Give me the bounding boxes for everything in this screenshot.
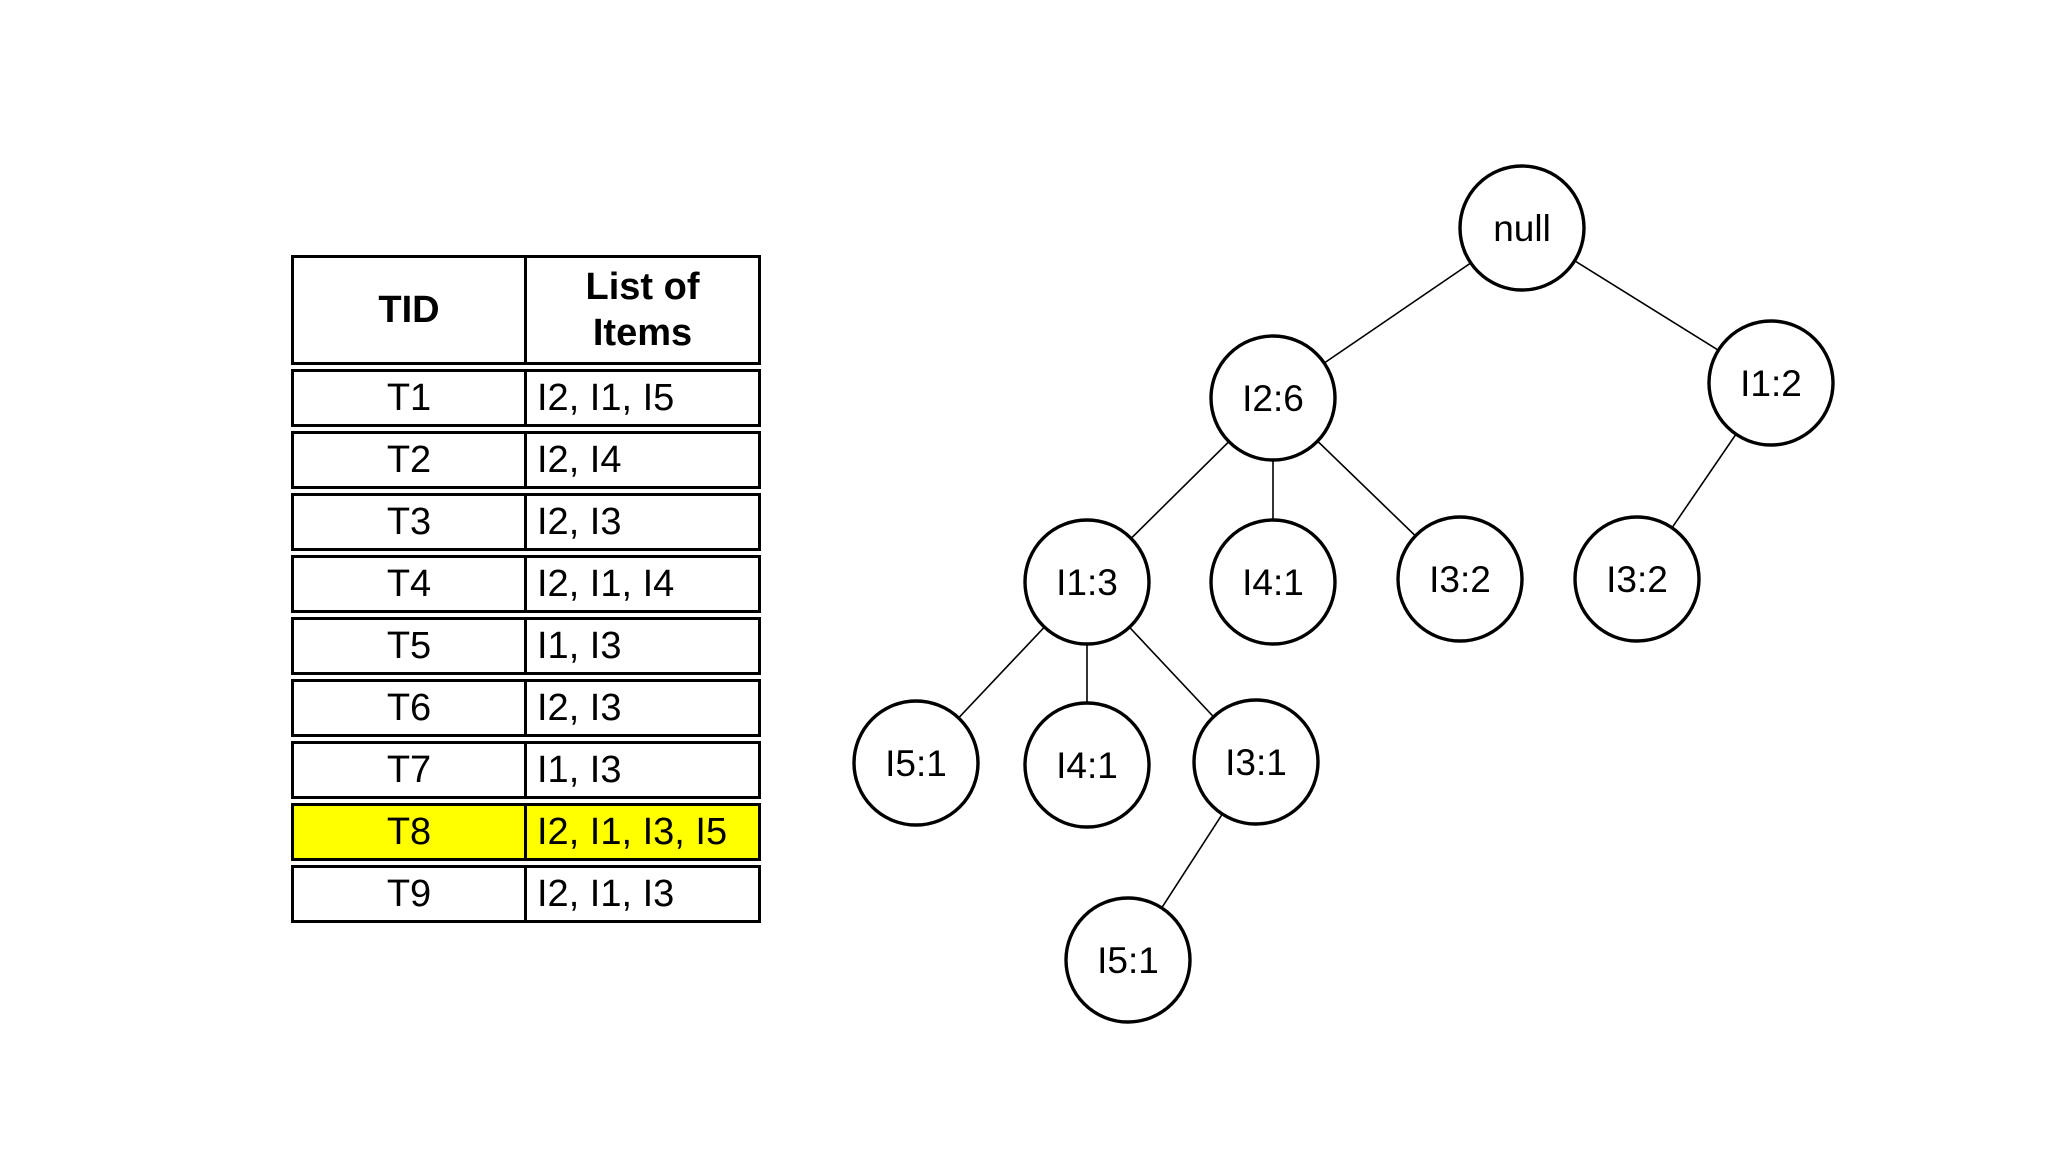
items-cell: I2, I3 [537, 686, 622, 729]
transaction-table: TID List of Items T1 I2, I1, I5 T2 I2, I… [291, 255, 761, 923]
tree-node-i4-1-bottom: I4:1 [1023, 701, 1151, 829]
tree-node-i2-6: I2:6 [1209, 334, 1337, 462]
items-cell: I2, I1, I4 [537, 562, 675, 605]
tree-node-i5-1-leaf: I5:1 [1064, 896, 1192, 1024]
tid-cell: T6 [294, 682, 527, 734]
node-circle [1573, 515, 1701, 643]
table-row: T7 I1, I3 [291, 741, 761, 799]
tree-node-i1-3: I1:3 [1023, 518, 1151, 646]
tid-cell: T5 [294, 620, 527, 672]
node-label: I4:1 [1056, 745, 1118, 786]
tree-node-null: null [1458, 164, 1586, 292]
node-label: I4:1 [1242, 562, 1304, 603]
table-header-row: TID List of Items [291, 255, 761, 365]
table-row: T9 I2, I1, I3 [291, 865, 761, 923]
items-cell: I2, I3 [537, 500, 622, 543]
node-label: null [1493, 208, 1551, 249]
node-circle [1707, 319, 1835, 447]
tree-node-i3-2-right: I3:2 [1573, 515, 1701, 643]
node-label: I5:1 [885, 743, 947, 784]
items-cell: I1, I3 [537, 624, 622, 667]
node-circle [1192, 698, 1320, 826]
node-label: I3:2 [1606, 559, 1668, 600]
tree-node-i3-1: I3:1 [1192, 698, 1320, 826]
items-cell: I2, I1, I5 [537, 376, 675, 419]
node-circle [1209, 334, 1337, 462]
tid-cell: T7 [294, 744, 527, 796]
node-label: I5:1 [1097, 940, 1159, 981]
node-label: I3:2 [1429, 559, 1491, 600]
node-label: I3:1 [1225, 742, 1287, 783]
table-row-highlighted: T8 I2, I1, I3, I5 [291, 803, 761, 861]
tree-node-i5-1: I5:1 [852, 699, 980, 827]
node-circle [1023, 518, 1151, 646]
items-cell: I2, I4 [537, 438, 622, 481]
node-circle [852, 699, 980, 827]
tid-cell: T4 [294, 558, 527, 610]
table-row: T4 I2, I1, I4 [291, 555, 761, 613]
tid-cell: T8 [294, 806, 527, 858]
tree-node-i1-2: I1:2 [1707, 319, 1835, 447]
items-cell: I2, I1, I3, I5 [537, 810, 728, 853]
table-row: T3 I2, I3 [291, 493, 761, 551]
tid-cell: T3 [294, 496, 527, 548]
node-circle [1396, 515, 1524, 643]
items-cell: I2, I1, I3 [537, 872, 675, 915]
node-circle [1209, 518, 1337, 646]
table-row: T5 I1, I3 [291, 617, 761, 675]
tree-node-i4-1-mid: I4:1 [1209, 518, 1337, 646]
node-label: I1:3 [1056, 562, 1118, 603]
node-label: I2:6 [1242, 378, 1304, 419]
tid-cell: T9 [294, 868, 527, 920]
tid-column-header: TID [294, 258, 527, 362]
tree-node-i3-2-left: I3:2 [1396, 515, 1524, 643]
table-row: T6 I2, I3 [291, 679, 761, 737]
table-row: T2 I2, I4 [291, 431, 761, 489]
table-row: T1 I2, I1, I5 [291, 369, 761, 427]
node-circle [1023, 701, 1151, 829]
node-label: I1:2 [1740, 363, 1802, 404]
items-column-header: List of Items [585, 265, 700, 354]
node-circle [1458, 164, 1586, 292]
tid-cell: T1 [294, 372, 527, 424]
node-circle [1064, 896, 1192, 1024]
tid-cell: T2 [294, 434, 527, 486]
items-cell: I1, I3 [537, 748, 622, 791]
